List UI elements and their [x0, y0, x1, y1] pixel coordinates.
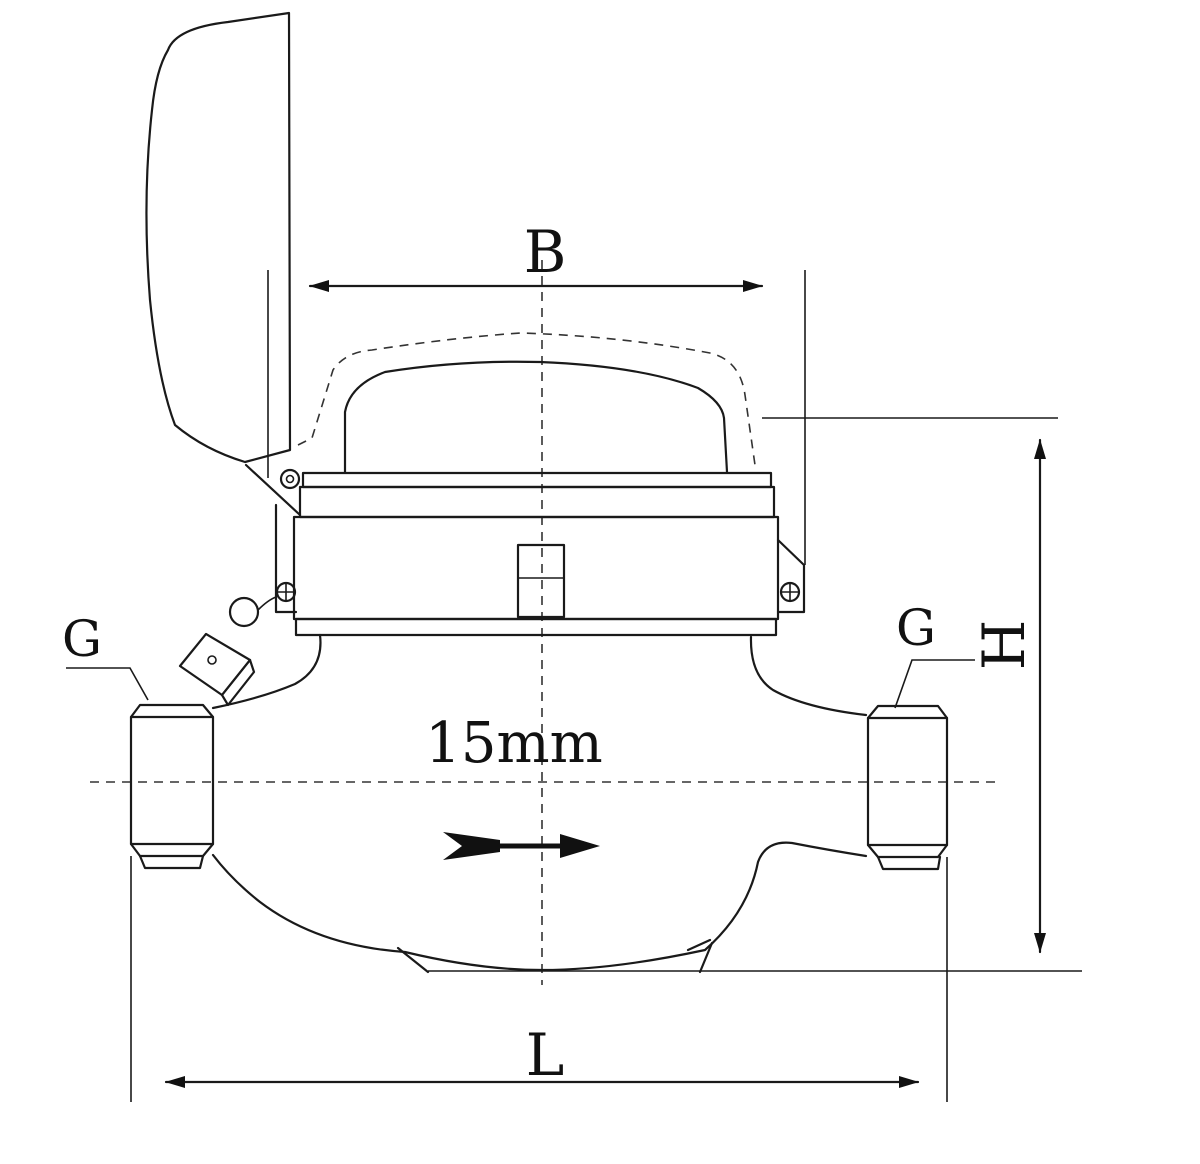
label-h: H — [970, 620, 1038, 671]
meter-lid — [145, 11, 292, 464]
label-b: B — [524, 218, 567, 286]
right-screw-icon — [779, 581, 801, 603]
lid-hinge-arm — [244, 463, 302, 517]
right-bracket — [776, 538, 806, 614]
register-body — [292, 515, 780, 621]
meter-base-foot — [396, 938, 714, 974]
label-size: 15mm — [425, 711, 602, 776]
g-right-leader — [894, 659, 975, 709]
register-top-ring — [301, 471, 773, 489]
label-g-right: G — [896, 599, 936, 657]
register-dome — [343, 360, 729, 474]
right-pipe-connector — [866, 704, 949, 1102]
lid-hinge — [279, 468, 301, 490]
flow-direction-arrow-icon — [443, 832, 600, 860]
label-g-left: G — [62, 610, 102, 668]
left-bracket — [274, 503, 298, 614]
lid-closed-outline — [297, 332, 756, 466]
g-left-leader — [66, 667, 149, 701]
lid-hinge-pin — [285, 474, 295, 484]
label-l: L — [526, 1021, 565, 1089]
left-screw-icon — [275, 581, 297, 603]
seal-tag-icon — [178, 596, 277, 707]
left-pipe-connector — [129, 703, 215, 1102]
register-collar — [298, 485, 776, 519]
meter-body — [211, 633, 868, 972]
register-base-ring — [294, 617, 778, 637]
register-window — [516, 543, 566, 619]
